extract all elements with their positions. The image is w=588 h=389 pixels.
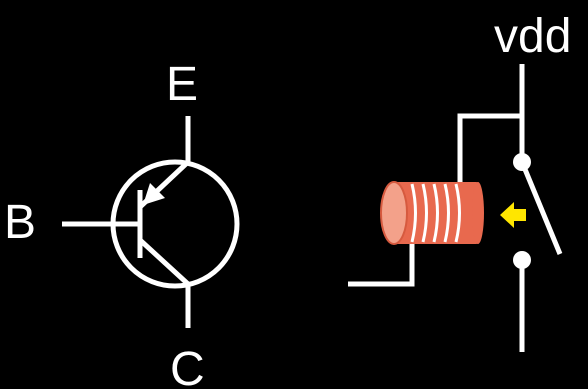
coil-end-cap-back: [472, 182, 484, 244]
pnp-transistor-symbol: E B C: [4, 58, 240, 389]
coil-end-cap: [380, 181, 408, 245]
collector-diagonal: [138, 238, 190, 286]
emitter-label: E: [166, 58, 198, 111]
coil-windings: [410, 183, 461, 243]
base-label: B: [4, 196, 36, 249]
relay-symbol: vdd: [348, 10, 571, 352]
force-arrow-icon: [500, 202, 526, 228]
switch-arm: [519, 161, 563, 255]
coil-top-wire: [457, 113, 522, 184]
collector-label: C: [170, 343, 205, 389]
relay-coil: [380, 181, 484, 245]
vdd-label: vdd: [494, 10, 571, 63]
coil-bottom-wire: [348, 244, 415, 287]
emitter-arrow: [143, 183, 165, 205]
